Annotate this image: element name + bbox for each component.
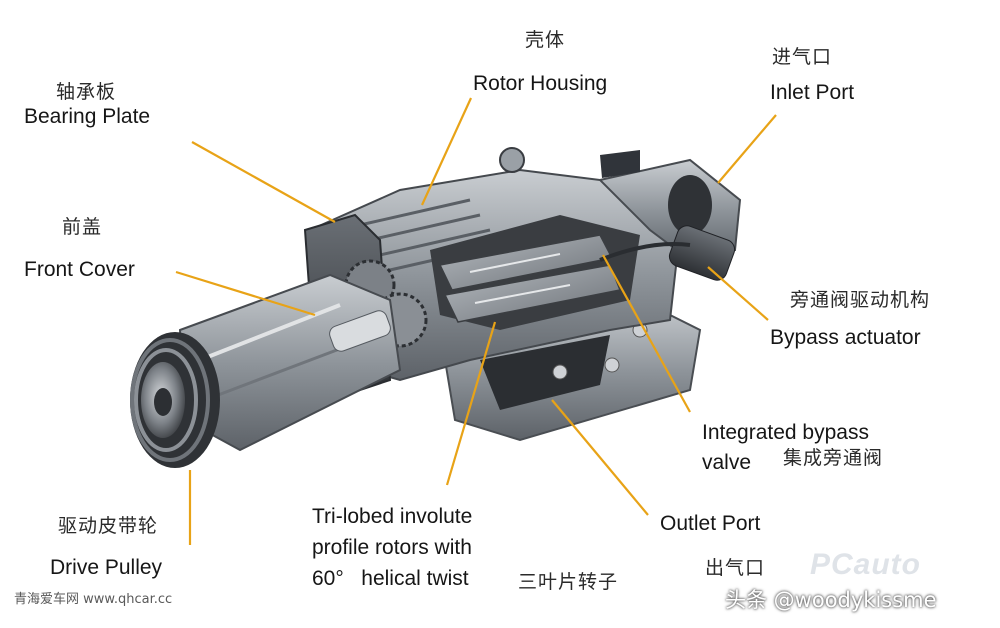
bearing-plate-cn: 轴承板 bbox=[56, 81, 117, 103]
leader-front-cover bbox=[175, 270, 316, 317]
rotors-en-line3: 60° helical twist bbox=[312, 567, 469, 590]
drive-pulley-en: Drive Pulley bbox=[50, 556, 163, 579]
outlet-port-en: Outlet Port bbox=[660, 512, 761, 535]
drive-pulley-cn: 驱动皮带轮 bbox=[58, 515, 159, 537]
leader-rotor-housing bbox=[420, 97, 473, 206]
author-watermark: 头条 @woodykissme bbox=[725, 588, 937, 612]
rotor-housing-en: Rotor Housing bbox=[473, 72, 608, 95]
bearing-plate-en: Bearing Plate bbox=[24, 105, 151, 128]
pcauto-logo-watermark: PCauto bbox=[810, 548, 921, 581]
leader-bypass-valve bbox=[602, 254, 691, 413]
front-cover-cn: 前盖 bbox=[62, 216, 103, 238]
inlet-port-cn: 进气口 bbox=[772, 46, 833, 68]
inlet-port-en: Inlet Port bbox=[770, 81, 855, 104]
rotors-en-line1: Tri-lobed involute bbox=[312, 505, 473, 528]
bypass-valve-en-line2: valve bbox=[702, 451, 752, 474]
bypass-actuator-en: Bypass actuator bbox=[770, 326, 921, 349]
leader-outlet-port bbox=[551, 399, 649, 516]
source-watermark: 青海爱车网 www.qhcar.cc bbox=[14, 592, 173, 607]
front-cover-en: Front Cover bbox=[24, 258, 135, 281]
outlet-port-cn: 出气口 bbox=[705, 557, 766, 579]
leader-bearing-plate bbox=[191, 141, 336, 223]
rotors-en-line2: profile rotors with bbox=[312, 536, 472, 559]
bypass-actuator-part bbox=[599, 225, 736, 281]
leader-bypass-actuator bbox=[707, 266, 769, 321]
bypass-valve-cn: 集成旁通阀 bbox=[783, 447, 884, 469]
bypass-valve-en-line1: Integrated bypass bbox=[702, 421, 869, 444]
bypass-actuator-cn: 旁通阀驱动机构 bbox=[790, 289, 931, 311]
rotors bbox=[438, 234, 622, 323]
leader-rotors bbox=[445, 321, 497, 486]
leader-lines bbox=[175, 97, 777, 545]
snout bbox=[178, 273, 402, 452]
rotor-housing-cn: 壳体 bbox=[525, 29, 566, 51]
rotors-cn: 三叶片转子 bbox=[518, 571, 619, 593]
leader-inlet-port bbox=[717, 114, 777, 184]
drive-pulley bbox=[130, 332, 220, 468]
